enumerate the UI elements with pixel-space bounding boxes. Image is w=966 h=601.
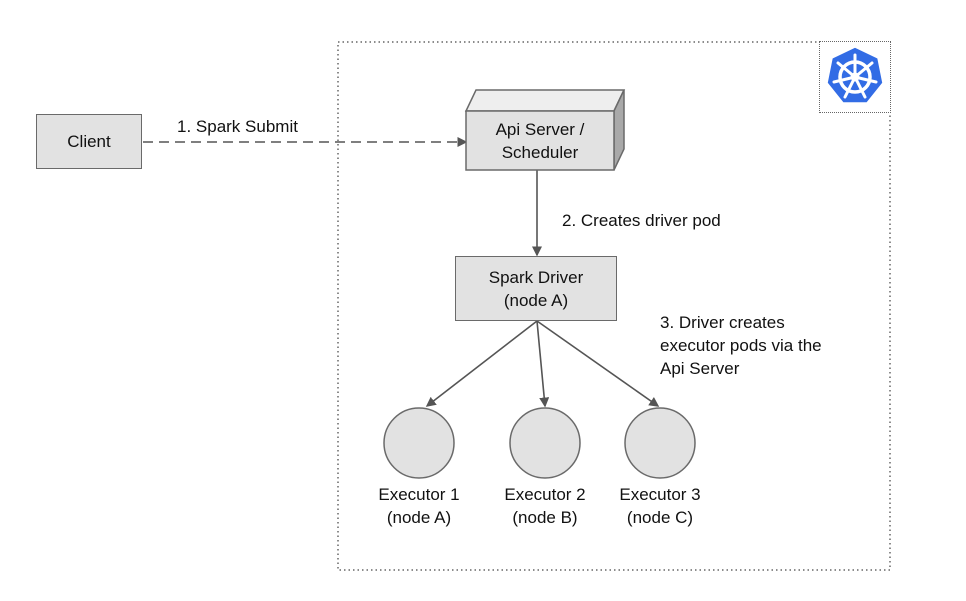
driver-to-executor-3-arrow <box>536 320 660 407</box>
kubernetes-logo-frame <box>819 41 891 113</box>
step-2-label: 2. Creates driver pod <box>562 211 721 230</box>
kubernetes-helm-wheel-icon <box>826 46 884 104</box>
executor-3-label: Executor 3 (node C) <box>619 485 701 527</box>
executor-2-pod <box>509 407 581 479</box>
executor-1-label: Executor 1 (node A) <box>378 485 460 527</box>
spark-driver-label: Spark Driver (node A) <box>488 267 584 310</box>
client-node: Client <box>36 114 142 169</box>
executor-3-pod <box>624 407 696 479</box>
step-1-label: 1. Spark Submit <box>177 117 298 136</box>
driver-to-executor-2-arrow <box>536 320 550 408</box>
executor-2-label: Executor 2 (node B) <box>504 485 586 527</box>
client-label: Client <box>67 132 111 151</box>
api-server-label: Api Server / Scheduler <box>495 119 585 162</box>
step-3-label: 3. Driver creates executor pods via the … <box>660 313 822 378</box>
executor-1-pod <box>383 407 455 479</box>
driver-to-executor-1-arrow <box>425 320 538 407</box>
api-server-label-area: Api Server / Scheduler <box>466 111 614 170</box>
spark-driver-node: Spark Driver (node A) <box>455 256 617 321</box>
api-server-3d-box <box>464 89 626 171</box>
kubernetes-cluster-boundary <box>337 41 891 571</box>
